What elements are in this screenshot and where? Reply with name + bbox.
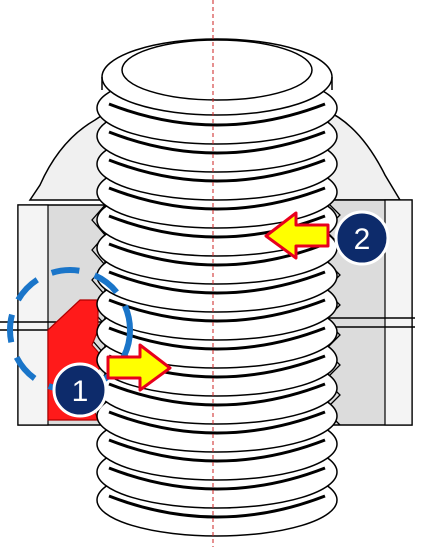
thread-groove bbox=[108, 438, 326, 463]
arrow-right-icon bbox=[106, 343, 172, 392]
callout-label-1: 1 bbox=[72, 375, 89, 408]
thread-groove bbox=[108, 326, 326, 351]
thread-groove bbox=[108, 270, 326, 295]
callout-badge-1: 1 bbox=[52, 362, 108, 418]
thread-groove bbox=[108, 382, 326, 407]
thread-groove bbox=[108, 158, 326, 183]
callout-label-2: 2 bbox=[354, 223, 371, 256]
thread-groove bbox=[108, 494, 326, 519]
thread-groove bbox=[108, 242, 326, 267]
thread-groove bbox=[108, 130, 326, 155]
thread-groove bbox=[108, 298, 326, 323]
callout-badge-2: 2 bbox=[334, 210, 390, 266]
thread-groove bbox=[108, 102, 326, 127]
thread-groove bbox=[108, 466, 326, 491]
bolt-threads bbox=[96, 71, 338, 537]
thread-groove bbox=[108, 186, 326, 211]
bolt-top bbox=[101, 38, 333, 116]
arrow-left-icon bbox=[264, 211, 330, 260]
thread-groove bbox=[108, 410, 326, 435]
